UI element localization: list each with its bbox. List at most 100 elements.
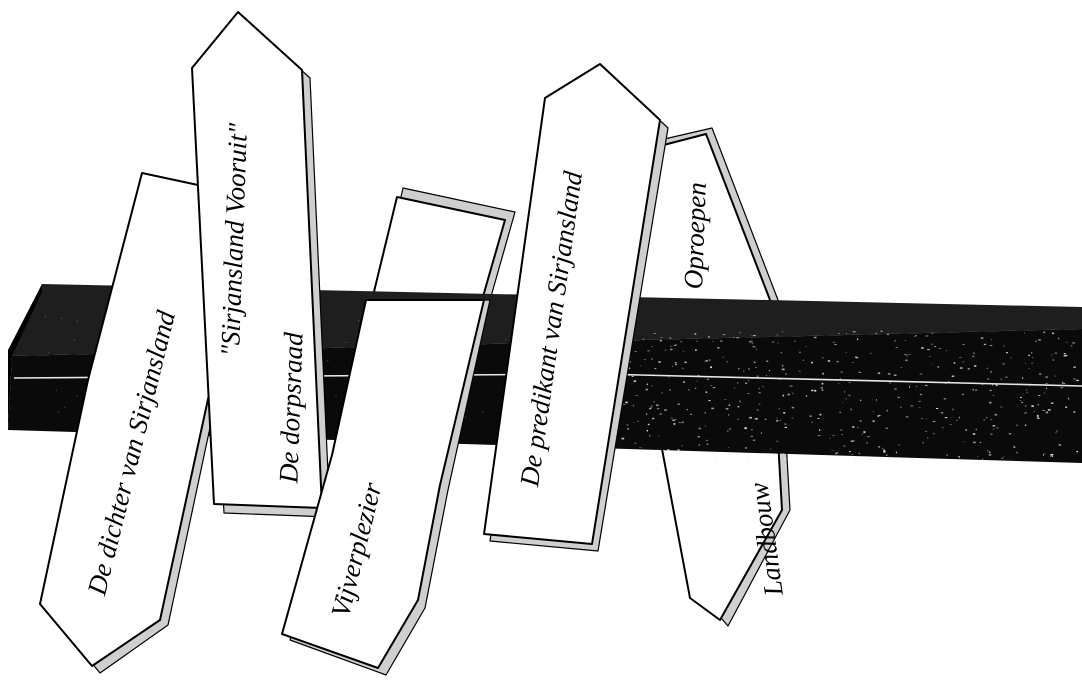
speckle [738, 368, 740, 369]
speckle [821, 457, 824, 458]
speckle [854, 460, 855, 462]
speckle [1032, 357, 1033, 358]
speckle [757, 376, 759, 378]
speckle [899, 444, 900, 445]
speckle [710, 366, 712, 368]
speckle [695, 333, 696, 335]
speckle [994, 414, 997, 415]
speckle [926, 419, 927, 420]
speckle [733, 337, 735, 338]
speckle [792, 407, 795, 409]
speckle [822, 373, 824, 375]
speckle [1035, 341, 1037, 343]
speckle [664, 409, 667, 411]
speckle [987, 368, 989, 369]
speckle [962, 344, 964, 345]
speckle [639, 447, 642, 448]
sign-vooruit-dorpsraad[interactable] [192, 12, 330, 517]
speckle [976, 429, 977, 430]
speckle [672, 420, 675, 422]
speckle [882, 448, 883, 449]
speckle [58, 411, 59, 412]
speckle [1042, 410, 1045, 411]
speckle [707, 379, 709, 380]
speckle [1022, 377, 1023, 379]
speckle [1014, 446, 1016, 448]
speckle [657, 408, 659, 409]
speckle [900, 407, 902, 408]
speckle [677, 449, 679, 451]
speckle [852, 362, 853, 363]
speckle [739, 332, 741, 333]
speckle [1038, 395, 1041, 396]
speckle [766, 361, 768, 362]
speckle [959, 417, 960, 419]
speckle [727, 430, 729, 432]
speckle [662, 393, 663, 394]
speckle [846, 333, 847, 334]
speckle [876, 399, 877, 400]
speckle [752, 343, 753, 345]
speckle [671, 418, 673, 419]
speckle [896, 452, 897, 454]
speckle [1073, 411, 1075, 413]
speckle [633, 405, 634, 406]
speckle [327, 360, 328, 361]
speckle [1043, 454, 1044, 456]
speckle [657, 450, 658, 452]
speckle [687, 409, 688, 410]
speckle [857, 427, 859, 428]
speckle [728, 447, 729, 448]
speckle [748, 393, 750, 394]
speckle [675, 362, 677, 363]
speckle [1028, 355, 1030, 356]
speckle [1034, 411, 1035, 412]
speckle [799, 371, 801, 372]
speckle [697, 341, 698, 342]
speckle [958, 456, 960, 457]
speckle [822, 383, 824, 385]
speckle [748, 368, 749, 370]
speckle [737, 382, 738, 383]
speckle [48, 352, 49, 353]
speckle [749, 341, 752, 342]
speckle [654, 333, 657, 334]
speckle [973, 389, 974, 390]
speckle [670, 349, 672, 350]
speckle [1050, 454, 1053, 456]
speckle [665, 350, 667, 351]
speckle [737, 337, 739, 338]
speckle [821, 387, 823, 388]
speckle [647, 430, 648, 431]
speckle [925, 431, 927, 432]
speckle [1044, 393, 1045, 395]
speckle [920, 394, 922, 396]
speckle [699, 428, 701, 429]
speckle [776, 441, 778, 442]
speckle [712, 376, 714, 377]
speckle [973, 352, 975, 354]
speckle [844, 391, 845, 393]
speckle [906, 355, 907, 357]
speckle [887, 334, 889, 335]
speckle [782, 365, 783, 367]
speckle [772, 342, 774, 343]
speckle [870, 353, 871, 354]
speckle [726, 408, 729, 410]
speckle [1029, 368, 1030, 369]
speckle [713, 387, 715, 388]
speckle [1037, 417, 1040, 418]
speckle [915, 335, 916, 336]
speckle [855, 357, 856, 358]
speckle [811, 390, 813, 392]
speckle [780, 420, 781, 421]
speckle [1001, 379, 1002, 380]
speckle [801, 460, 802, 461]
speckle [683, 351, 685, 352]
speckle [846, 399, 847, 400]
speckle [630, 454, 632, 455]
speckle [1031, 405, 1034, 407]
speckle [656, 404, 659, 406]
speckle [729, 404, 731, 406]
speckle [894, 375, 897, 376]
